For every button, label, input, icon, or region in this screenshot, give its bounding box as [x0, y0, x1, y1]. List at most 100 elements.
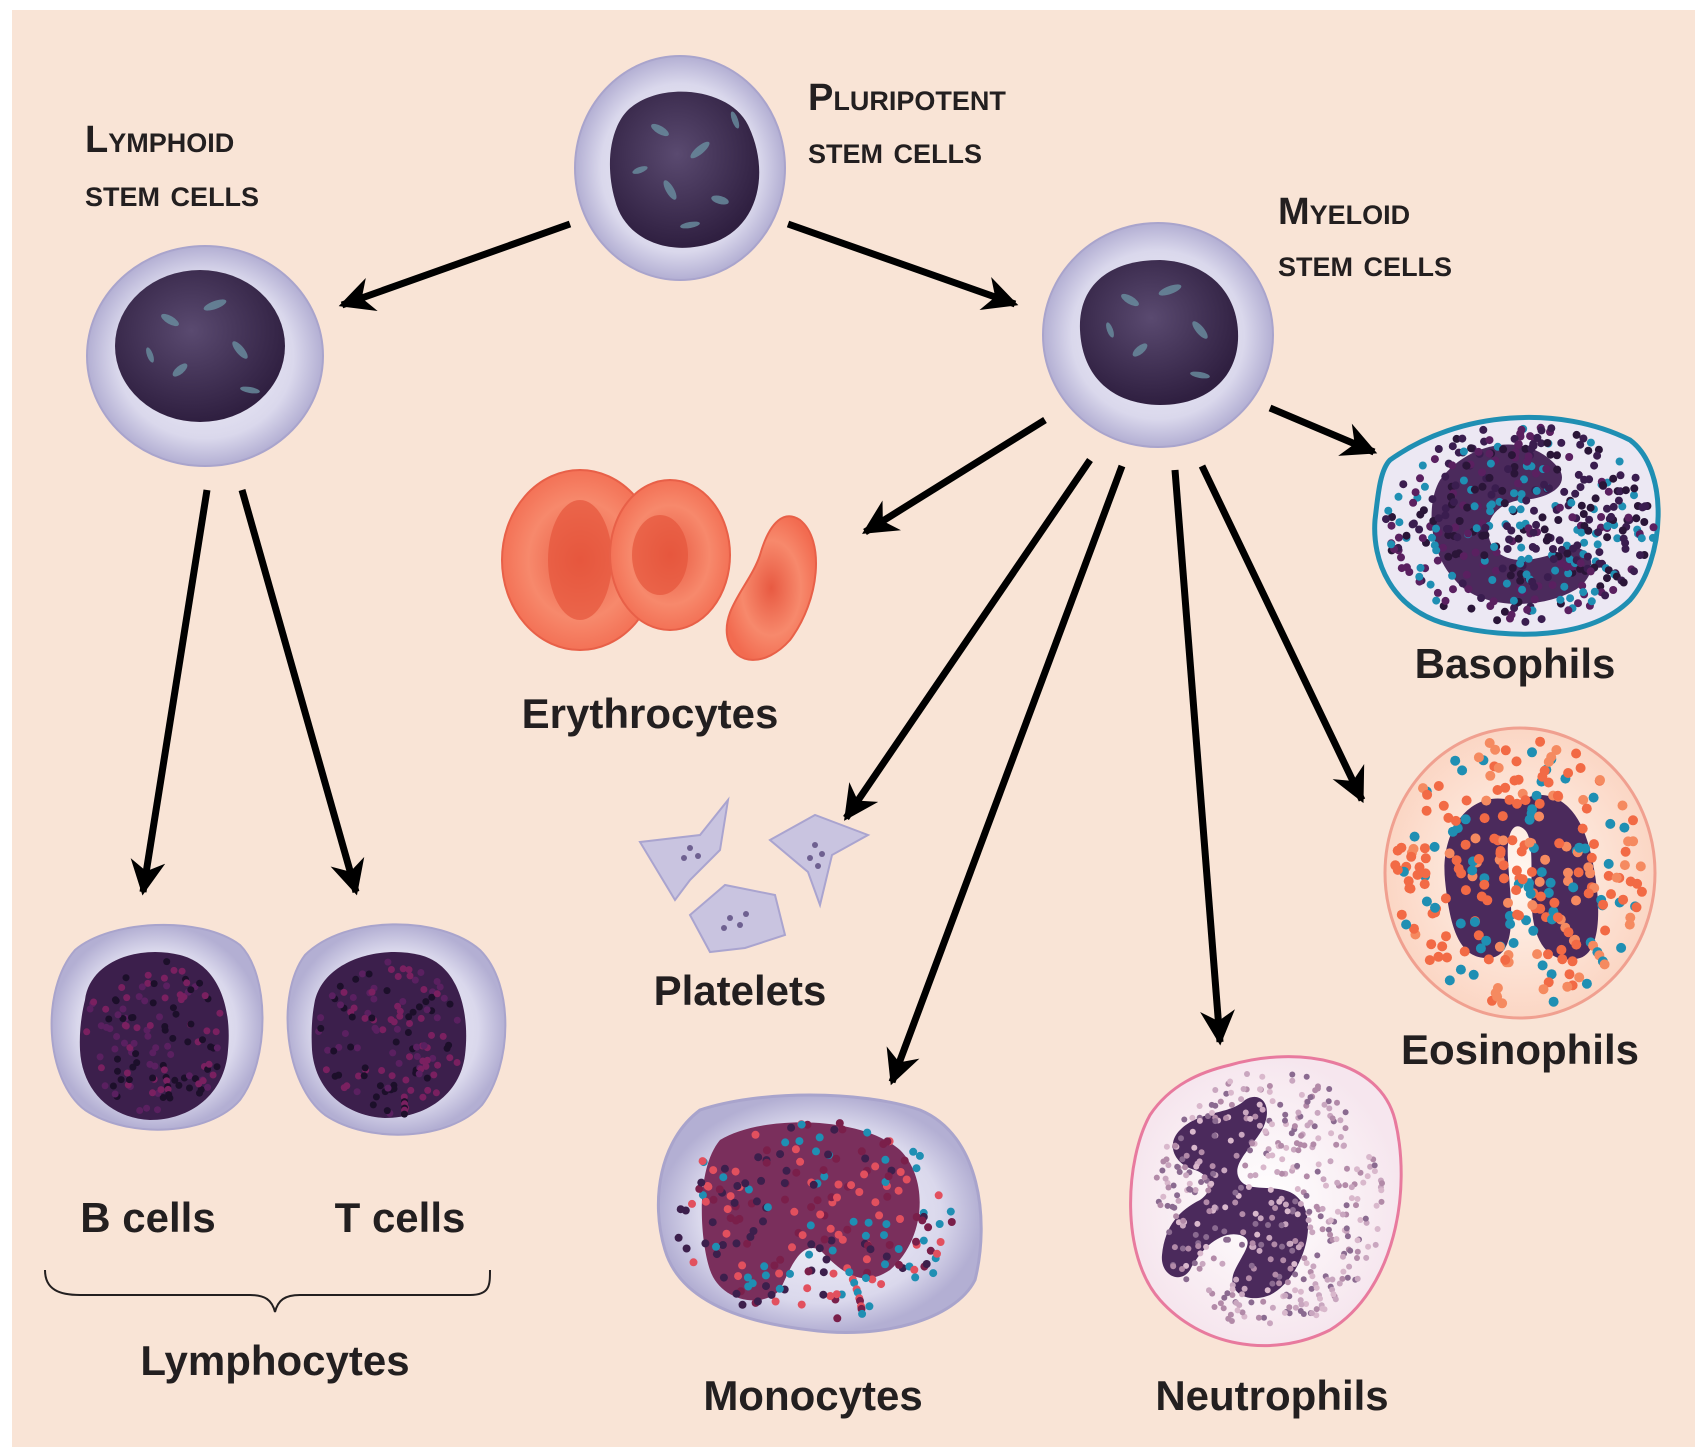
- granule-dot: [1224, 1290, 1231, 1297]
- granule-dot: [118, 984, 126, 991]
- granule-dot: [1574, 842, 1585, 853]
- granule-dot: [832, 1154, 841, 1163]
- granule-dot: [1164, 1202, 1171, 1209]
- granule-dot: [1631, 473, 1640, 482]
- granule-dot: [1609, 474, 1618, 483]
- granule-dot: [96, 1053, 104, 1061]
- granule-dot: [1240, 1229, 1247, 1236]
- granule-dot: [896, 1215, 904, 1223]
- granule-dot: [829, 1269, 838, 1278]
- granule-dot: [858, 1309, 867, 1318]
- granule-dot: [1459, 552, 1468, 561]
- granule-dot: [1362, 1215, 1369, 1222]
- granule-dot: [399, 998, 407, 1005]
- granule-dot: [1441, 931, 1451, 942]
- granule-dot: [1392, 845, 1403, 856]
- granule-dot: [1554, 516, 1563, 524]
- granule-dot: [352, 975, 360, 983]
- granule-dot: [1609, 502, 1618, 511]
- granule-dot: [824, 1150, 833, 1159]
- granule-dot: [884, 1172, 893, 1181]
- granule-dot: [132, 1050, 140, 1058]
- granule-dot: [1459, 946, 1470, 957]
- granule-dot: [1314, 1109, 1321, 1116]
- granule-dot: [676, 1205, 685, 1214]
- granule-dot: [406, 972, 414, 980]
- granule-dot: [1238, 1096, 1245, 1103]
- granule-dot: [1245, 1184, 1252, 1190]
- granule-dot: [712, 1242, 720, 1251]
- granule-dot: [1530, 595, 1539, 604]
- granule-dot: [830, 1125, 839, 1134]
- granule-dot: [1448, 461, 1457, 470]
- granule-dot: [1174, 1163, 1181, 1170]
- granule-dot: [1564, 569, 1573, 578]
- granule-dot: [1503, 897, 1513, 908]
- granule-dot: [1287, 1265, 1294, 1272]
- granule-dot: [1609, 586, 1618, 594]
- granule-dot: [1486, 501, 1495, 510]
- granule-dot: [453, 1059, 461, 1066]
- granule-dot: [1276, 1198, 1283, 1205]
- granule-dot: [1463, 503, 1472, 512]
- granule-dot: [175, 1081, 183, 1089]
- granule-dot: [804, 1267, 813, 1276]
- granule-dot: [1339, 1211, 1346, 1218]
- granule-dot: [1254, 1231, 1261, 1238]
- granule-dot: [149, 1089, 156, 1097]
- granule-dot: [882, 1252, 891, 1261]
- granule-dot: [1603, 522, 1612, 530]
- granule-dot: [1536, 867, 1547, 878]
- granule-dot: [322, 1066, 330, 1074]
- granule-dot: [355, 1072, 362, 1080]
- granule-dot: [159, 1094, 167, 1101]
- granule-dot: [1500, 782, 1511, 793]
- granule-dot: [128, 1014, 135, 1022]
- granule-dot: [719, 1173, 728, 1182]
- granule-dot: [1636, 886, 1647, 897]
- granule-dot: [1183, 1172, 1190, 1179]
- granule-dot: [122, 1022, 130, 1030]
- granule-dot: [364, 1009, 372, 1017]
- granule-dot: [787, 1123, 796, 1132]
- granule-dot: [97, 1064, 105, 1072]
- granule-dot: [826, 1224, 835, 1233]
- granule-dot: [1578, 794, 1589, 805]
- granule-dot: [1534, 876, 1545, 887]
- granule-dot: [933, 1249, 941, 1258]
- arrow-myeloid-to-neutrophils: [1171, 469, 1235, 1046]
- granule-dot: [1176, 1169, 1183, 1175]
- granule-dot: [1618, 502, 1627, 511]
- granule-dot: [1531, 469, 1540, 478]
- granule-dot: [1426, 939, 1437, 950]
- granule-dot: [1447, 826, 1458, 837]
- granule-dot: [1309, 1273, 1316, 1280]
- granule-dot: [1314, 1168, 1321, 1175]
- granule-dot: [1382, 515, 1390, 524]
- granule-dot: [790, 1207, 799, 1216]
- granule-dot: [1371, 1162, 1378, 1169]
- granule-dot: [1538, 513, 1547, 522]
- granule-dot: [1433, 951, 1444, 962]
- granule-dot: [1421, 805, 1432, 816]
- granule-dot: [1238, 1184, 1244, 1191]
- granule-dot: [703, 1182, 712, 1190]
- granule-dot: [163, 1077, 171, 1085]
- granule-dot: [834, 1180, 843, 1189]
- granule-dot: [1409, 923, 1419, 934]
- granule-dot: [1371, 1168, 1378, 1175]
- granule-dot: [111, 1090, 119, 1098]
- granule-dot: [781, 1195, 789, 1204]
- granule-dot: [102, 1005, 110, 1013]
- granule-dot: [1197, 1250, 1204, 1257]
- t-cell-illustration: [286, 923, 507, 1136]
- granule-dot: [1252, 1172, 1259, 1179]
- granule-dot: [169, 1034, 177, 1042]
- granule-dot: [1313, 1203, 1320, 1210]
- basophils-label: Basophils: [1415, 640, 1616, 687]
- granule-dot: [1365, 1243, 1372, 1250]
- granule-dot: [1534, 811, 1545, 822]
- granule-dot: [1295, 1109, 1302, 1116]
- granule-dot: [434, 1061, 442, 1069]
- granule-dot: [1289, 1247, 1296, 1254]
